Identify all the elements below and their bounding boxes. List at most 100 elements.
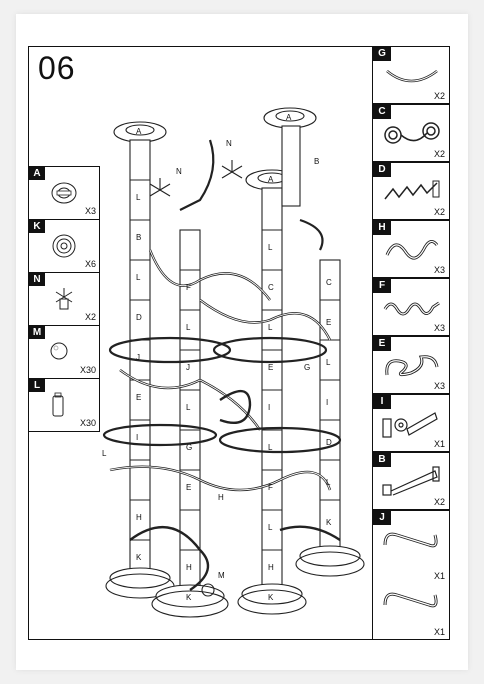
- tower-label: K: [268, 593, 274, 602]
- tower-label: I: [268, 403, 270, 412]
- tower-label: K: [186, 593, 192, 602]
- zigzag-track-icon: [384, 180, 440, 200]
- part-letter: E: [373, 337, 391, 351]
- part-letter: H: [373, 221, 391, 235]
- tower-label: L: [326, 478, 331, 487]
- tower-label: F: [186, 283, 191, 292]
- part-qty: X2: [433, 149, 445, 159]
- s-curve-rail-icon: [385, 240, 439, 260]
- spiral-bowl-icon: [52, 234, 76, 258]
- part-letter: A: [29, 167, 45, 180]
- tower-label: L: [186, 323, 191, 332]
- marble-run-assembly-illustration: A A A L B L D J E I H K F L J L G E H K …: [102, 107, 365, 618]
- part-qty: X3: [433, 323, 445, 333]
- part-box-l: L X30: [28, 378, 100, 432]
- part-qty: X1: [433, 571, 445, 581]
- tower-label: J: [186, 363, 190, 372]
- tower-label: H: [186, 563, 192, 572]
- part-qty: X30: [79, 365, 96, 375]
- part-box-c: C X2: [372, 104, 450, 162]
- tower-label: I: [326, 398, 328, 407]
- tower-label: L: [268, 523, 273, 532]
- tower-label: N: [226, 139, 232, 148]
- part-qty: X1: [433, 627, 445, 637]
- tower-label: L: [136, 273, 141, 282]
- tower-label: L: [186, 403, 191, 412]
- part-box-e: E X3: [372, 336, 450, 394]
- straight-ramp-icon: [382, 466, 440, 496]
- wheel-ramp-icon: [382, 412, 438, 438]
- part-qty: X30: [79, 418, 96, 428]
- part-qty: X2: [433, 497, 445, 507]
- tower-label: E: [136, 393, 141, 402]
- loop-rail-icon: [385, 355, 439, 377]
- connector-tube-icon: [52, 392, 64, 417]
- tower-label: B: [136, 233, 141, 242]
- step-number: 06: [38, 50, 76, 86]
- tower-label: H: [136, 513, 142, 522]
- part-letter: B: [373, 453, 391, 467]
- part-box-i: I X1: [372, 394, 450, 452]
- part-box-f: F X3: [372, 278, 450, 336]
- tower-label: K: [326, 518, 332, 527]
- part-box-d: D X2: [372, 162, 450, 220]
- part-box-g: G X2: [372, 46, 450, 104]
- tower-label: D: [326, 438, 332, 447]
- tower-label: J: [136, 353, 140, 362]
- tower-label: E: [326, 318, 331, 327]
- part-qty: X3: [84, 206, 96, 216]
- marble-icon: [50, 342, 68, 360]
- wave-rail-icon: [383, 301, 440, 316]
- tower-label: A: [268, 175, 274, 184]
- tower-label: L: [268, 443, 273, 452]
- tower-label: H: [218, 493, 224, 502]
- part-box-k: K X6: [28, 219, 100, 273]
- tower-label: G: [304, 363, 310, 372]
- tower-label: G: [186, 443, 192, 452]
- part-letter: J: [373, 511, 391, 525]
- part-box-m: M X30: [28, 325, 100, 379]
- windmill-icon: [55, 288, 73, 310]
- curved-rail-icon: [386, 70, 438, 83]
- tower-label: M: [218, 571, 225, 580]
- tower-label: L: [102, 449, 107, 458]
- bowl-funnel-icon: [51, 182, 77, 204]
- part-qty: X2: [433, 91, 445, 101]
- tower-label: N: [176, 167, 182, 176]
- part-letter: D: [373, 163, 391, 177]
- tower-label: C: [326, 278, 332, 287]
- part-qty: X2: [433, 207, 445, 217]
- tower-label: E: [268, 363, 273, 372]
- part-letter: K: [29, 220, 45, 233]
- tower-label: L: [268, 243, 273, 252]
- part-qty: X1: [433, 439, 445, 449]
- hook-rail-icon: [383, 532, 438, 548]
- part-qty: X3: [433, 381, 445, 391]
- part-box-b: B X2: [372, 452, 450, 510]
- tower-label: C: [268, 283, 274, 292]
- part-letter: C: [373, 105, 391, 119]
- tower-label: I: [136, 433, 138, 442]
- tower-label: L: [268, 323, 273, 332]
- tower-label: H: [268, 563, 274, 572]
- part-letter: I: [373, 395, 391, 409]
- tower-label: E: [186, 483, 191, 492]
- part-letter: L: [29, 379, 45, 392]
- tower-label: F: [268, 483, 273, 492]
- part-box-j: J X1 X1: [372, 510, 450, 640]
- part-qty: X2: [84, 312, 96, 322]
- part-box-h: H X3: [372, 220, 450, 278]
- part-letter: G: [373, 47, 391, 61]
- part-box-a: A X3: [28, 166, 100, 220]
- tower-label: L: [326, 358, 331, 367]
- part-qty: X6: [84, 259, 96, 269]
- part-letter: N: [29, 273, 45, 286]
- part-qty: X3: [433, 265, 445, 275]
- hook-rail-icon: [383, 592, 438, 608]
- part-letter: F: [373, 279, 391, 293]
- tower-label: A: [136, 127, 142, 136]
- tower-label: K: [136, 553, 142, 562]
- tower-label: B: [314, 157, 319, 166]
- spiral-rail-icon: [384, 122, 440, 144]
- part-box-n: N X2: [28, 272, 100, 326]
